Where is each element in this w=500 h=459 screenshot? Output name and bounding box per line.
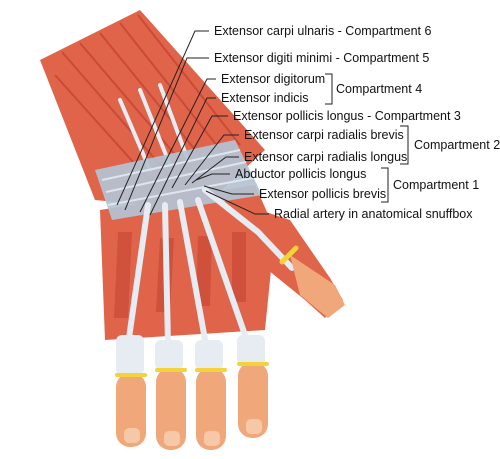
finger-little: [238, 362, 268, 438]
label-radial-artery: Radial artery in anatomical snuffbox: [274, 207, 473, 221]
leader-epb: [203, 185, 254, 195]
bracket-compartment-2: [400, 125, 409, 165]
retinaculum-bands: [101, 149, 254, 206]
leader-epl: [171, 115, 228, 189]
compartment-brackets: [325, 73, 409, 203]
bracket-compartment-1: [381, 167, 389, 203]
dorsal-hand-drawing: [40, 10, 345, 450]
leader-lines: [116, 30, 269, 216]
finger-ring: [196, 368, 226, 450]
label-extensor-carpi-radialis-longus: Extensor carpi radialis longus: [244, 150, 408, 164]
finger-tendons: [116, 335, 265, 375]
thumb-tendon: [202, 187, 295, 271]
fingernails: [124, 419, 262, 446]
leader-edm: [124, 57, 209, 211]
label-extensor-carpi-radialis-brevis: Extensor carpi radialis brevis: [244, 128, 404, 142]
fingers: [116, 362, 268, 450]
leader-ecrb: [184, 134, 239, 186]
finger-cartilage: [115, 362, 269, 377]
label-compartment-2: Compartment 2: [414, 138, 500, 152]
extensor-tendons: [125, 197, 248, 348]
leader-ecrl: [191, 156, 239, 184]
label-extensor-pollicis-longus: Extensor pollicis longus - Compartment 3: [233, 109, 461, 123]
leader-ra: [205, 190, 269, 215]
bracket-compartment-4: [325, 73, 333, 105]
label-extensor-pollicis-brevis: Extensor pollicis brevis: [259, 187, 387, 201]
label-extensor-indicis: Extensor indicis: [221, 91, 309, 105]
leader-ecu: [116, 30, 209, 206]
leader-ei: [149, 97, 216, 216]
label-extensor-digiti-minimi: Extensor digiti minimi - Compartment 5: [214, 51, 430, 65]
label-extensor-carpi-ulnaris: Extensor carpi ulnaris - Compartment 6: [214, 24, 432, 38]
finger-index: [116, 373, 146, 447]
thumb-cartilage: [279, 245, 299, 265]
label-abductor-pollicis-longus: Abductor pollicis longus: [235, 167, 367, 181]
label-extensor-digitorum: Extensor digitorum: [221, 72, 326, 86]
finger-middle: [156, 368, 186, 450]
leader-ed: [139, 78, 216, 213]
leader-apl: [195, 173, 230, 181]
thumb-skin: [290, 255, 345, 318]
label-compartment-1: Compartment 1: [393, 178, 480, 192]
label-compartment-4: Compartment 4: [336, 82, 423, 96]
